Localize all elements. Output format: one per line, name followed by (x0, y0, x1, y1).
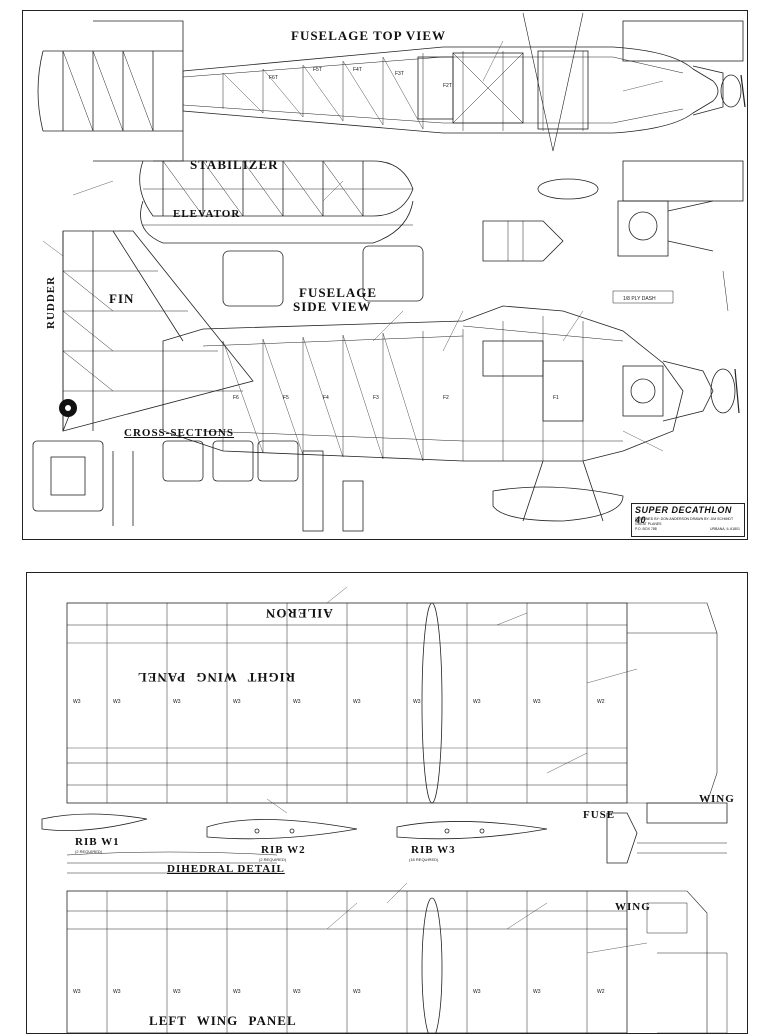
fuselage-top-view-title: FUSELAGE TOP VIEW (291, 28, 446, 43)
svg-text:F3T: F3T (395, 71, 404, 77)
svg-text:F1: F1 (553, 395, 559, 401)
elevator-label: ELEVATOR (173, 208, 241, 220)
title-block-company: GREAT PLANES (635, 522, 662, 526)
dihedral-detail-title: DIHEDRAL DETAIL (167, 863, 285, 875)
rib-w1-label: RIB W1 (75, 836, 120, 848)
svg-text:W3: W3 (413, 699, 421, 705)
rib-w2-required: (2 REQUIRED) (259, 857, 287, 862)
svg-text:W3: W3 (173, 699, 181, 705)
title-block-name: SUPER DECATHLON 40 (635, 505, 732, 525)
right-wing-panel-label: RIGHT WING PANEL (137, 670, 296, 685)
title-block: SUPER DECATHLON 40 DESIGNED BY: DON ANDE… (631, 503, 745, 537)
svg-text:F3: F3 (373, 395, 379, 401)
rib-w2-label: RIB W2 (261, 844, 306, 856)
svg-text:W3: W3 (113, 699, 121, 705)
svg-text:W3: W3 (113, 989, 121, 995)
svg-text:W2: W2 (597, 699, 605, 705)
svg-text:W3: W3 (473, 989, 481, 995)
svg-text:F5: F5 (283, 395, 289, 401)
fuselage-plan-drawing: F6T F5T F4T F3T F2T F6 F5 F4 F3 F2 F1 (32, 12, 746, 532)
svg-text:W3: W3 (293, 699, 301, 705)
title-block-address: P.O. BOX 788 (635, 527, 657, 531)
fuselage-plan-sheet: F6T F5T F4T F3T F2T F6 F5 F4 F3 F2 F1 FUSELAGE … (22, 10, 748, 540)
left-wing-panel-label: LEFT WING PANEL (149, 1013, 297, 1028)
cross-sections-title: CROSS-SECTIONS (124, 427, 234, 439)
svg-text:W3: W3 (173, 989, 181, 995)
svg-text:W3: W3 (233, 699, 241, 705)
svg-text:F4T: F4T (353, 67, 362, 73)
title-block-city: URBANA, IL 61801 (709, 527, 740, 531)
svg-text:W2: W2 (597, 989, 605, 995)
svg-text:W3: W3 (353, 989, 361, 995)
title-block-designed: DESIGNED BY: DON ANDERSON DRAWN BY: JIM … (635, 517, 734, 521)
fuselage-side-view-title-2: SIDE VIEW (293, 299, 372, 314)
wing-label: WING (699, 793, 735, 805)
svg-text:W3: W3 (473, 699, 481, 705)
svg-text:W3: W3 (293, 989, 301, 995)
rib-w3-required: (18 REQUIRED) (409, 857, 439, 862)
rib-w3-label: RIB W3 (411, 844, 456, 856)
svg-text:W3: W3 (353, 699, 361, 705)
svg-text:F4: F4 (323, 395, 329, 401)
svg-text:F2: F2 (443, 395, 449, 401)
rudder-label: RUDDER (45, 275, 57, 329)
svg-text:W3: W3 (533, 989, 541, 995)
svg-text:W3: W3 (73, 699, 81, 705)
svg-text:W3: W3 (533, 699, 541, 705)
svg-text:W3: W3 (73, 989, 81, 995)
fin-label: FIN (109, 291, 135, 306)
svg-text:W3: W3 (233, 989, 241, 995)
aileron-label: AILERON (265, 606, 333, 621)
fuse-label: FUSE (583, 809, 616, 821)
svg-text:F5T: F5T (313, 67, 322, 73)
wing-w2-label: WING (615, 901, 651, 913)
svg-text:F6: F6 (233, 395, 239, 401)
stabilizer-label: STABILIZER (190, 157, 279, 172)
ply-dash-label: 1/8 PLY DASH (623, 296, 656, 302)
fuselage-side-view-title-1: FUSELAGE (299, 285, 378, 300)
svg-text:F2T: F2T (443, 83, 452, 89)
rib-w1-required: (2 REQUIRED) (75, 849, 103, 854)
svg-text:F6T: F6T (269, 75, 278, 81)
